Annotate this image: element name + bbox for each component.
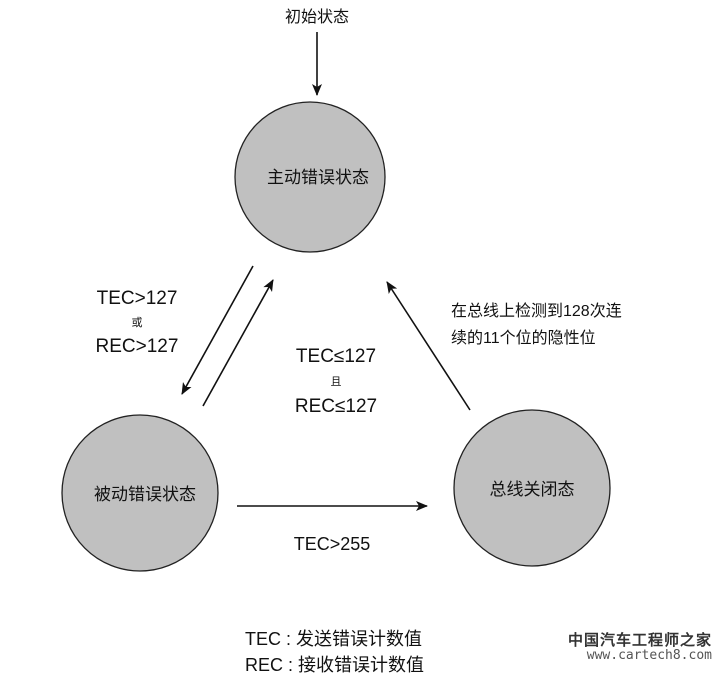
cond-tec-gt-255: TEC>255 [294,534,371,554]
cond-rec-le-127: REC≤127 [295,396,377,417]
bus-off-label: 总线关闭态 [490,480,575,499]
error-passive-state [61,414,219,572]
cond-and: 且 [331,376,342,388]
error-active-label: 主动错误状态 [267,168,369,187]
cond-recessive-line1: 在总线上检测到128次连 [451,302,622,320]
cond-recessive-line2: 续的11个位的隐性位 [451,329,596,347]
arrow-busoff-to-active [386,281,471,411]
cond-or: 或 [132,316,143,329]
watermark-url: www.cartech8.com [586,647,712,663]
bus-off-state [453,409,611,567]
error-passive-label: 被动错误状态 [94,485,196,504]
arrow-passive-to-active [202,279,274,407]
cond-tec-le-127: TEC≤127 [296,346,376,367]
legend-tec: TEC : 发送错误计数值 [245,629,422,649]
watermark-name: 中国汽车工程师之家 [567,631,712,649]
error-active-state [234,101,386,253]
initial-state-label: 初始状态 [285,8,349,26]
cond-tec-gt-127: TEC>127 [97,288,178,309]
legend-rec: REC : 接收错误计数值 [245,655,424,675]
watermark: 中国汽车工程师之家 www.cartech8.com [568,632,712,663]
cond-rec-gt-127: REC>127 [96,336,179,357]
arrow-active-to-passive [181,265,254,395]
